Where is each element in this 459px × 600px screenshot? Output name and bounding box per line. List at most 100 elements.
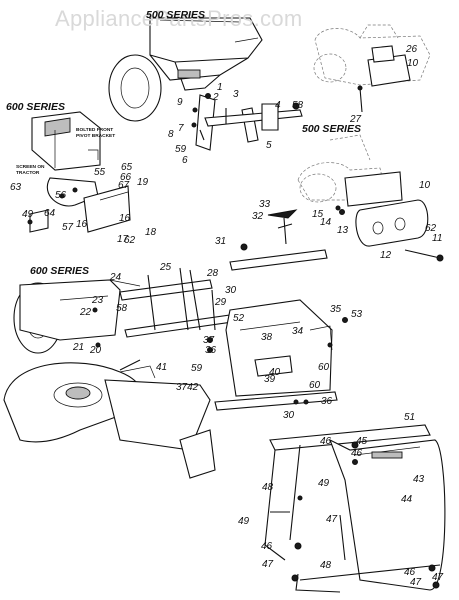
callout-30: 30 bbox=[225, 285, 237, 296]
callout-26: 26 bbox=[405, 44, 418, 55]
callout-4: 4 bbox=[275, 100, 281, 111]
callout-55: 55 bbox=[94, 167, 106, 178]
callout-48: 48 bbox=[320, 560, 332, 571]
callout-15: 15 bbox=[312, 209, 324, 220]
left-600-bracket bbox=[27, 111, 131, 233]
callout-10: 10 bbox=[407, 58, 419, 69]
callout-47: 47 bbox=[262, 559, 274, 570]
callout-31: 31 bbox=[215, 236, 226, 247]
callout-13: 13 bbox=[337, 225, 349, 236]
callout-56: 56 bbox=[55, 190, 67, 201]
callout-29: 29 bbox=[214, 297, 227, 308]
callout-67: 67 bbox=[118, 180, 130, 191]
callout-23: 23 bbox=[91, 295, 104, 306]
note-screen-on: SCREEN ON bbox=[16, 164, 45, 170]
callout-46: 46 bbox=[404, 567, 416, 578]
callout-12: 12 bbox=[380, 250, 392, 261]
hitch-frame bbox=[92, 267, 348, 397]
callout-37: 37 bbox=[203, 335, 215, 346]
callout-40: 40 bbox=[269, 367, 281, 378]
callout-64: 64 bbox=[44, 208, 56, 219]
hitch-tube-lower bbox=[214, 391, 338, 411]
callout-49: 49 bbox=[318, 478, 330, 489]
callout-22: 22 bbox=[79, 307, 92, 318]
callout-14: 14 bbox=[320, 217, 332, 228]
callout-27: 27 bbox=[349, 114, 362, 125]
mower-deck-chute bbox=[3, 359, 216, 479]
callout-30: 30 bbox=[283, 410, 295, 421]
callout-60: 60 bbox=[309, 380, 321, 391]
series-label-left-600: 600 SERIES bbox=[6, 101, 65, 113]
callout-46: 46 bbox=[320, 436, 332, 447]
callout-36: 36 bbox=[205, 345, 217, 356]
callout-43: 43 bbox=[413, 474, 425, 485]
callout-19: 19 bbox=[137, 177, 149, 188]
callout-58: 58 bbox=[292, 100, 304, 111]
callout-51: 51 bbox=[404, 412, 415, 423]
callout-2: 2 bbox=[212, 92, 219, 103]
callout-59: 59 bbox=[175, 144, 187, 155]
callout-10: 10 bbox=[419, 180, 431, 191]
callout-62: 62 bbox=[425, 223, 437, 234]
callout-59: 59 bbox=[191, 363, 203, 374]
callout-8: 8 bbox=[168, 129, 174, 140]
callout-47: 47 bbox=[326, 514, 338, 525]
callout-65: 65 bbox=[121, 162, 133, 173]
callout-49: 49 bbox=[22, 209, 34, 220]
callout-46: 46 bbox=[351, 448, 363, 459]
callout-60: 60 bbox=[318, 362, 330, 373]
callout-46: 46 bbox=[261, 541, 273, 552]
callout-1: 1 bbox=[217, 82, 223, 93]
top-right-ghost-tractor bbox=[313, 24, 431, 113]
pivot-bar-assembly bbox=[191, 93, 303, 151]
note-pivot-bracket: PIVOT BRACKET bbox=[76, 133, 115, 139]
callout-24: 24 bbox=[109, 272, 122, 283]
callout-20: 20 bbox=[89, 345, 102, 356]
series-label-right-500: 500 SERIES bbox=[302, 123, 361, 135]
callout-7: 7 bbox=[178, 123, 184, 134]
top-tractor-assembly bbox=[108, 17, 263, 122]
right-tractor-weight bbox=[297, 134, 444, 262]
callout-58: 58 bbox=[116, 303, 128, 314]
callout-34: 34 bbox=[292, 326, 304, 337]
mid-tractor-assembly bbox=[13, 279, 141, 354]
callout-66: 66 bbox=[120, 172, 132, 183]
series-label-mid-600: 600 SERIES bbox=[30, 265, 89, 277]
hitch-tube-upper bbox=[229, 209, 328, 271]
callout-3742: 3742 bbox=[176, 382, 199, 393]
watermark-text: AppliancePartsPros.com bbox=[55, 6, 302, 31]
callout-16: 16 bbox=[76, 219, 88, 230]
callout-45: 45 bbox=[356, 436, 368, 447]
callout-47: 47 bbox=[410, 577, 422, 588]
callout-41: 41 bbox=[156, 362, 167, 373]
callout-52: 52 bbox=[233, 313, 245, 324]
callout-48: 48 bbox=[262, 482, 274, 493]
callout-47: 47 bbox=[432, 572, 444, 583]
callout-3: 3 bbox=[233, 89, 239, 100]
callout-39: 39 bbox=[264, 374, 276, 385]
callout-50: 50 bbox=[0, 0, 12, 3]
callout-18: 18 bbox=[145, 227, 157, 238]
callout-53: 53 bbox=[351, 309, 363, 320]
bagger-frame bbox=[264, 424, 446, 593]
callout-38: 38 bbox=[261, 332, 273, 343]
callout-9: 9 bbox=[177, 97, 183, 108]
callout-44: 44 bbox=[401, 494, 413, 505]
callout-35: 35 bbox=[330, 304, 342, 315]
note-bolted-front: BOLTED FRONT bbox=[76, 127, 113, 133]
callout-57: 57 bbox=[62, 222, 74, 233]
callout-5: 5 bbox=[266, 140, 272, 151]
callout-33: 33 bbox=[259, 199, 271, 210]
callout-62: 62 bbox=[124, 235, 136, 246]
callout-36: 36 bbox=[321, 396, 333, 407]
callout-25: 25 bbox=[159, 262, 172, 273]
callout-21: 21 bbox=[72, 342, 84, 353]
series-label-top-500: 500 SERIES bbox=[146, 9, 205, 21]
callout-16: 16 bbox=[119, 213, 131, 224]
callout-49: 49 bbox=[238, 516, 250, 527]
note-tractor: TRACTOR bbox=[16, 170, 40, 176]
callout-6: 6 bbox=[182, 155, 188, 166]
